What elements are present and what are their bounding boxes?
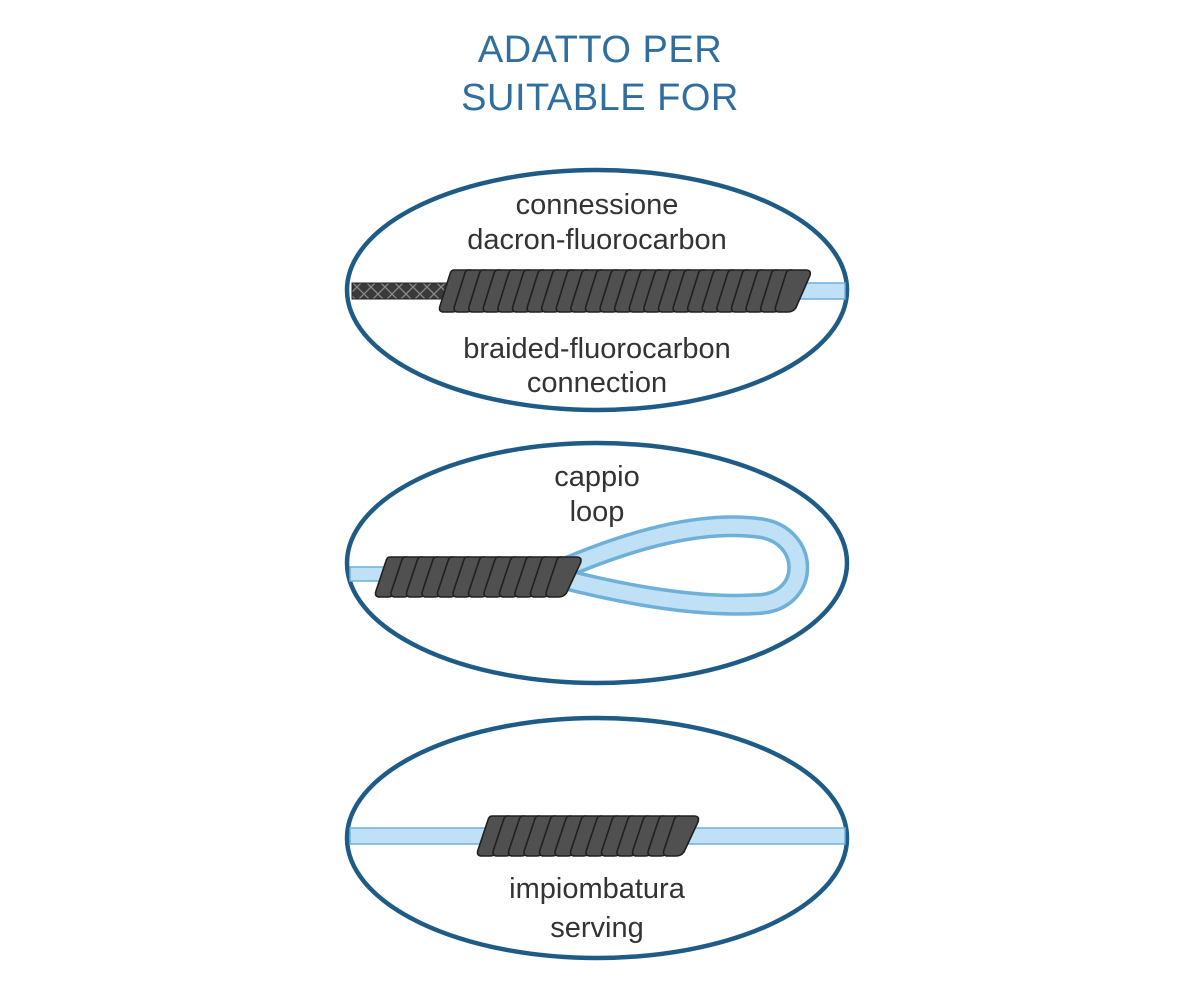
wrap-turn bbox=[545, 556, 582, 598]
label-serving: serving bbox=[550, 912, 644, 944]
panel-loop: cappio loop bbox=[344, 440, 850, 686]
label-impiombatura: impiombatura bbox=[509, 873, 686, 905]
label-connessione: connessione bbox=[516, 189, 679, 221]
panel-connection: connessione dacron-fluorocarbon braided-… bbox=[344, 167, 850, 413]
title-english: SUITABLE FOR bbox=[461, 77, 739, 119]
label-dacron-fluorocarbon: dacron-fluorocarbon bbox=[467, 224, 727, 256]
line-loop-inner bbox=[552, 518, 806, 613]
label-braided-fluorocarbon: braided-fluorocarbon bbox=[463, 333, 731, 365]
wrap-turn bbox=[662, 815, 700, 857]
label-cappio: cappio bbox=[554, 461, 639, 493]
wrap-turn bbox=[774, 269, 812, 313]
label-loop: loop bbox=[570, 496, 625, 528]
panel-serving: impiombatura serving bbox=[344, 715, 850, 961]
title-italian: ADATTO PER bbox=[477, 29, 723, 71]
wrap-coil-icon bbox=[438, 269, 812, 313]
braided-line-icon bbox=[351, 282, 453, 300]
wrap-coil-icon bbox=[476, 815, 700, 857]
label-connection: connection bbox=[527, 367, 667, 399]
wrap-coil-icon bbox=[374, 556, 582, 598]
